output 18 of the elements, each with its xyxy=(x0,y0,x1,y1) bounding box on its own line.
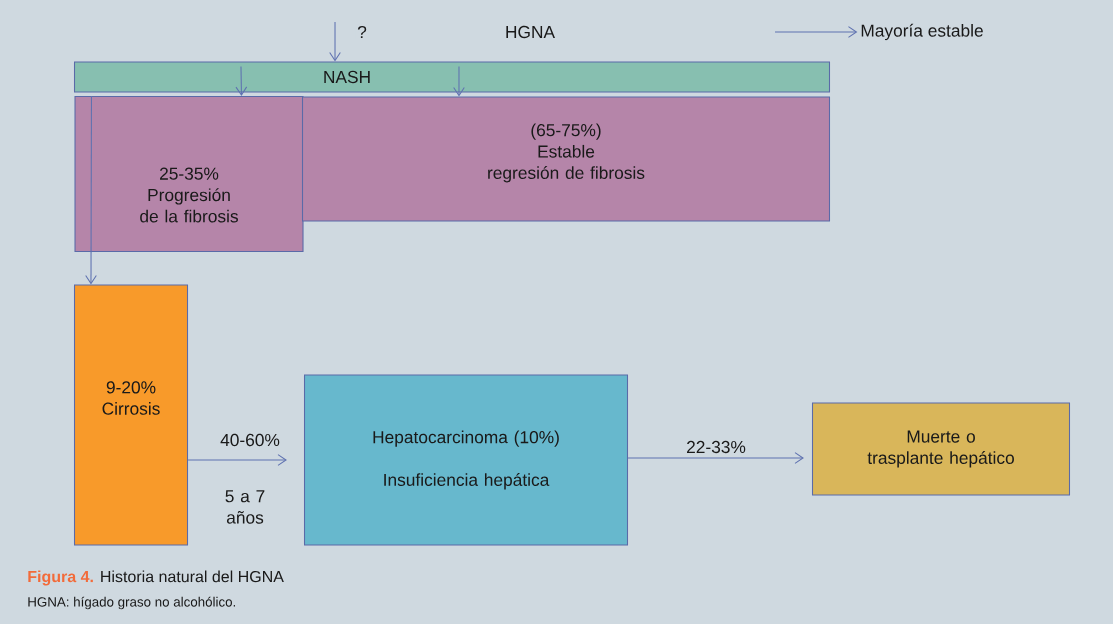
node-text: Mayoría estable xyxy=(861,23,983,41)
stage-box: (65-75%) Estable regresión de fibrosis xyxy=(301,96,831,222)
outcome-box: Muerte o trasplante hepático xyxy=(811,402,1071,496)
arrow xyxy=(235,65,248,96)
band: NASH xyxy=(73,61,831,93)
arrow xyxy=(85,95,97,285)
stage-box: 25-35% Progresión de la fibrosis xyxy=(74,95,304,253)
stage-box: Hepatocarcinoma (10%) Insuficiencia hepática xyxy=(303,374,629,546)
node-text: HGNA xyxy=(506,25,555,39)
arrow xyxy=(627,452,804,464)
caption: Figura 4. Historia natural del HGNA xyxy=(28,570,284,586)
arrow xyxy=(774,26,858,38)
arrow xyxy=(453,65,465,97)
stage-box: 9-20% Cirrosis xyxy=(73,284,189,546)
arrow xyxy=(187,454,287,466)
arrow xyxy=(329,21,341,62)
footnote: HGNA: hígado graso no alcohólico. xyxy=(28,596,236,610)
duration-label: 5 a 7 años xyxy=(225,490,265,524)
